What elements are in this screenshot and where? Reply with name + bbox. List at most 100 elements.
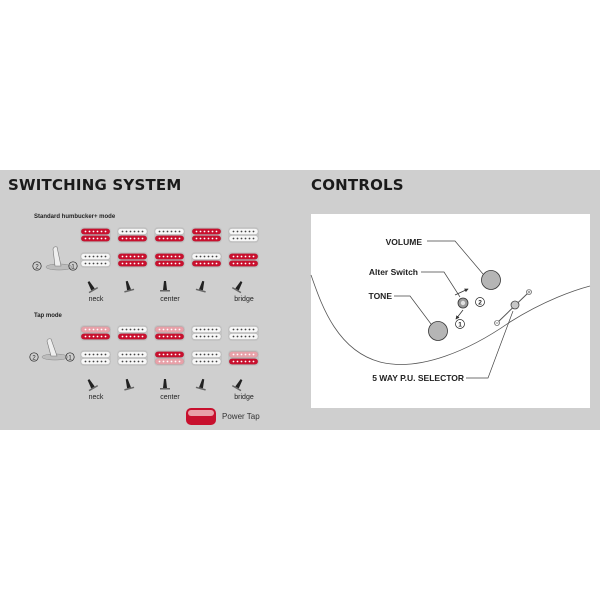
- humbucker-pickup: [191, 227, 222, 243]
- humbucker-pickup: [117, 350, 148, 366]
- humbucker-pickup: [191, 252, 222, 268]
- pickup-coil: [154, 333, 185, 340]
- selector-blade-icon: [195, 378, 206, 391]
- position-label-center: center: [160, 296, 180, 303]
- selector-blade-icon: [124, 378, 135, 391]
- selector-blade-icon: [231, 379, 243, 392]
- pickup-coil: [80, 333, 111, 340]
- volume-knob: [481, 270, 501, 290]
- pickup-coil: [117, 253, 148, 260]
- pickup-coil: [228, 326, 259, 333]
- humbucker-pickup: [154, 325, 185, 341]
- humbucker-pickup: [80, 350, 111, 366]
- humbucker-pickup: [80, 227, 111, 243]
- pickup-coil: [228, 358, 259, 365]
- svg-text:2: 2: [478, 300, 482, 307]
- pickup-coil: [80, 260, 111, 267]
- toggle-switch-standard: [45, 246, 73, 271]
- position-label-bridge: bridge: [234, 394, 254, 401]
- pickup-coil: [154, 358, 185, 365]
- selector-blade-icon: [87, 379, 99, 392]
- humbucker-pickup: [117, 227, 148, 243]
- alter-switch-label: Alter Switch: [368, 267, 418, 277]
- marker-2-controls: 2: [475, 297, 485, 307]
- pickup-coil: [228, 235, 259, 242]
- pickup-coil: [80, 326, 111, 333]
- pickup-coil: [117, 235, 148, 242]
- standard-mode-pickup-grid: [80, 227, 259, 268]
- volume-leader-line: [427, 240, 484, 275]
- selector-blade-icon: [87, 281, 99, 294]
- pickup-coil: [154, 253, 185, 260]
- pickup-coil: [80, 235, 111, 242]
- position-label-neck: neck: [88, 296, 104, 303]
- alter-leader-line: [421, 271, 461, 298]
- pickup-coil: [117, 351, 148, 358]
- pickup-coil: [228, 351, 259, 358]
- pickup-coil: [80, 253, 111, 260]
- pickup-coil: [228, 260, 259, 267]
- pickup-coil: [80, 228, 111, 235]
- position-label-neck: neck: [88, 394, 104, 401]
- pickup-coil: [117, 326, 148, 333]
- pickup-coil: [228, 333, 259, 340]
- pickup-coil: [191, 260, 222, 267]
- alter-arrow-down: [455, 309, 464, 320]
- power-tap-legend-label: Power Tap: [222, 412, 260, 421]
- pickup-coil: [154, 228, 185, 235]
- pickup-coil: [154, 351, 185, 358]
- pickup-coil: [228, 253, 259, 260]
- pickup-coil: [228, 228, 259, 235]
- pickup-coil: [191, 358, 222, 365]
- guitar-body-outline: [310, 274, 591, 365]
- selector-leader-line: [466, 310, 514, 379]
- svg-text:2: 2: [35, 264, 39, 270]
- humbucker-pickup: [154, 227, 185, 243]
- humbucker-pickup: [117, 325, 148, 341]
- marker-1-standard: 1: [68, 261, 78, 271]
- alter-arrow-up: [454, 288, 469, 296]
- selector-blade-icon: [160, 379, 170, 390]
- humbucker-pickup: [228, 325, 259, 341]
- pickup-coil: [80, 351, 111, 358]
- marker-1-controls: 1: [455, 319, 465, 329]
- humbucker-pickup: [80, 325, 111, 341]
- humbucker-pickup: [228, 227, 259, 243]
- selector-blade-icon: [124, 280, 135, 293]
- humbucker-pickup: [228, 252, 259, 268]
- svg-text:1: 1: [68, 355, 72, 361]
- svg-text:1: 1: [458, 322, 462, 329]
- pickup-coil: [154, 326, 185, 333]
- pickup-coil: [191, 235, 222, 242]
- humbucker-pickup: [228, 350, 259, 366]
- selector-blade-icon: [195, 280, 206, 293]
- pickup-coil: [191, 253, 222, 260]
- pickup-coil: [191, 351, 222, 358]
- pickup-coil: [154, 235, 185, 242]
- position-label-center: center: [160, 394, 180, 401]
- tap-mode-pickup-grid: [80, 325, 259, 366]
- pickup-coil: [80, 358, 111, 365]
- pickup-coil: [191, 228, 222, 235]
- power-tap-legend-swatch: [186, 408, 216, 425]
- standard-mode-label: Standard humbucker+ mode: [34, 214, 116, 220]
- pickup-coil: [117, 228, 148, 235]
- marker-1-tap: 1: [65, 352, 75, 362]
- marker-2-tap: 2: [29, 352, 39, 362]
- marker-2-standard: 2: [32, 261, 42, 271]
- volume-label: VOLUME: [385, 237, 422, 247]
- alter-switch: [457, 297, 469, 309]
- pickup-coil: [117, 333, 148, 340]
- humbucker-pickup: [117, 252, 148, 268]
- humbucker-pickup: [154, 252, 185, 268]
- svg-text:1: 1: [71, 264, 75, 270]
- humbucker-pickup: [154, 350, 185, 366]
- pickup-coil: [117, 260, 148, 267]
- humbucker-pickup: [80, 252, 111, 268]
- pickup-coil: [191, 333, 222, 340]
- five-way-selector: [494, 289, 532, 326]
- tap-mode-label: Tap mode: [34, 313, 62, 319]
- switching-system-title: SWITCHING SYSTEM: [8, 176, 182, 194]
- position-label-bridge: bridge: [234, 296, 254, 303]
